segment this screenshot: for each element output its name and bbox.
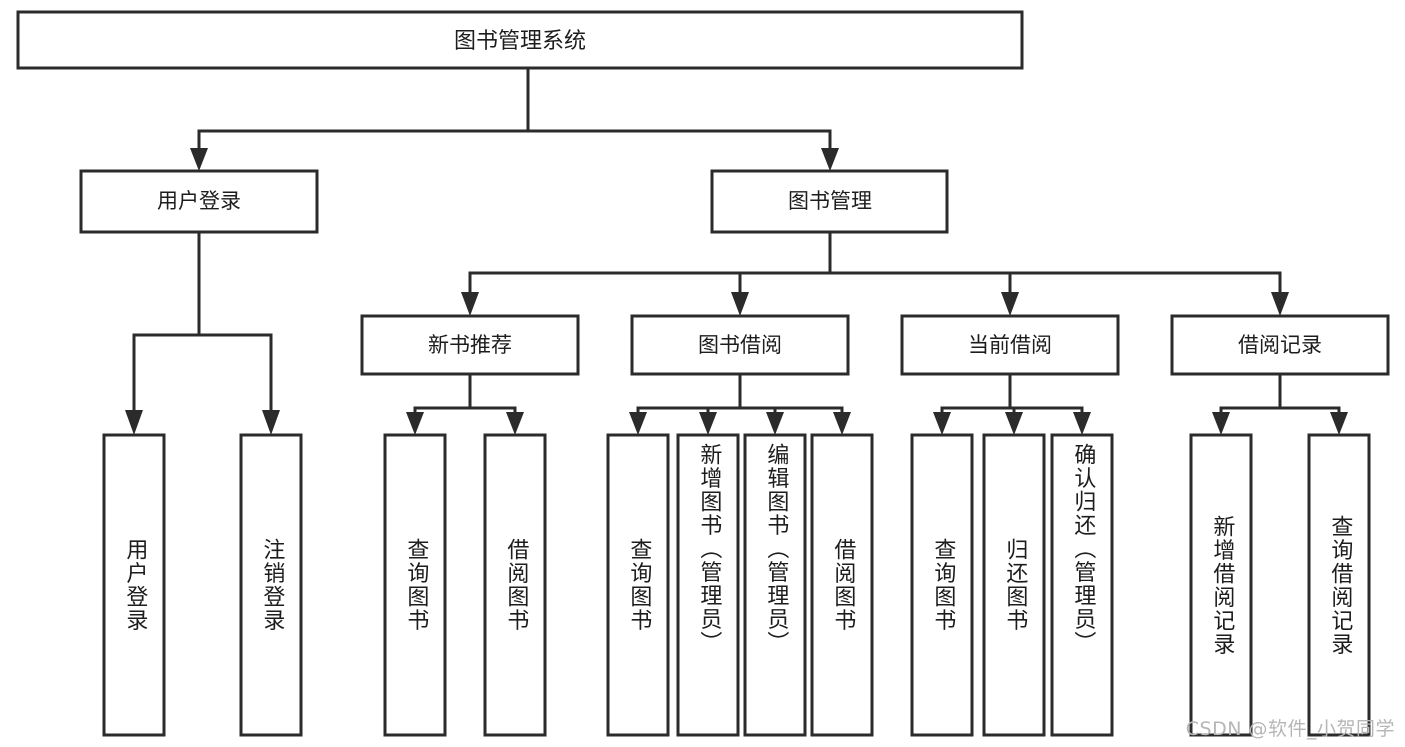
node-borrow-record[interactable]: 借阅记录 [1170, 314, 1390, 376]
arrow-head-leaf-add-borrow-record [1212, 412, 1230, 435]
arrow-head-leaf-logout [262, 410, 280, 435]
node-root-label: 图书管理系统 [454, 29, 586, 54]
leaf-confirm-return-admin-box[interactable] [1050, 433, 1114, 737]
connectors-newbook-to-leaves [406, 372, 524, 435]
connectors-userlogin-to-leaves [125, 230, 280, 435]
node-user-login[interactable]: 用户登录 [79, 169, 319, 234]
leaf-return-book-box[interactable] [982, 433, 1046, 737]
node-new-book-recommend[interactable]: 新书推荐 [360, 314, 580, 376]
csdn-watermark: CSDN @软件_小贺同学 [1185, 718, 1395, 740]
node-current-borrow[interactable]: 当前借阅 [900, 314, 1120, 376]
node-current-borrow-box[interactable] [900, 314, 1120, 376]
leaf-edit-book-admin-box[interactable] [743, 433, 807, 737]
leaf-query-book-borrow-box[interactable] [606, 433, 670, 737]
arrow-head-leaf-return-book [1005, 412, 1023, 435]
arrow-head-book-management [821, 148, 839, 171]
arrow-head-leaf-user-login [125, 410, 143, 435]
connectors-root-to-level2 [190, 66, 839, 171]
node-root-box[interactable] [16, 10, 1024, 70]
leaf-borrow-book-rec-box[interactable] [483, 433, 547, 737]
arrow-head-user-login [190, 148, 208, 171]
node-book-borrow[interactable]: 图书借阅 [630, 314, 850, 376]
arrow-head-book-borrow [731, 292, 749, 316]
leaf-boxes [102, 433, 1371, 737]
leaf-query-book-current-box[interactable] [910, 433, 974, 737]
node-current-borrow-label: 当前借阅 [968, 333, 1052, 357]
arrow-head-leaf-query-book-rec [406, 412, 424, 435]
node-user-login-label: 用户登录 [157, 189, 241, 213]
node-borrow-record-label: 借阅记录 [1238, 333, 1322, 357]
arrow-head-leaf-query-borrow-record [1330, 412, 1348, 435]
leaf-logout-box[interactable] [239, 433, 303, 737]
node-root[interactable]: 图书管理系统 [16, 10, 1024, 70]
arrow-head-leaf-borrow-book [833, 412, 851, 435]
node-new-book-recommend-box[interactable] [360, 314, 580, 376]
arrow-head-leaf-confirm-return-admin [1073, 412, 1091, 435]
node-borrow-record-box[interactable] [1170, 314, 1390, 376]
connectors-bookborrow-to-leaves [629, 372, 851, 435]
connectors-borrowrecord-to-leaves [1212, 372, 1348, 435]
node-book-management-box[interactable] [710, 169, 949, 234]
leaf-query-book-rec-box[interactable] [383, 433, 447, 737]
arrow-head-leaf-query-book-borrow [629, 412, 647, 435]
leaf-add-book-admin-box[interactable] [676, 433, 740, 737]
connectors-currentborrow-to-leaves [933, 372, 1091, 435]
connectors-bookmanagement-to-level3 [461, 230, 1289, 316]
arrow-head-leaf-add-book-admin [699, 412, 717, 435]
arrow-head-leaf-query-book-current [933, 412, 951, 435]
leaf-user-login-box[interactable] [102, 433, 166, 737]
node-book-borrow-box[interactable] [630, 314, 850, 376]
arrow-head-new-book-recommend [461, 292, 479, 316]
node-book-borrow-label: 图书借阅 [698, 333, 782, 357]
leaf-borrow-book-box[interactable] [810, 433, 874, 737]
node-new-book-recommend-label: 新书推荐 [428, 333, 512, 357]
leaf-query-borrow-record-box[interactable] [1307, 433, 1371, 737]
arrow-head-leaf-borrow-book-rec [506, 412, 524, 435]
arrow-head-leaf-edit-book-admin [766, 412, 784, 435]
leaf-add-borrow-record-box[interactable] [1189, 433, 1253, 737]
node-book-management[interactable]: 图书管理 [710, 169, 949, 234]
arrow-head-borrow-record [1271, 292, 1289, 316]
arrow-head-current-borrow [1001, 292, 1019, 316]
node-user-login-box[interactable] [79, 169, 319, 234]
node-book-management-label: 图书管理 [788, 189, 872, 213]
